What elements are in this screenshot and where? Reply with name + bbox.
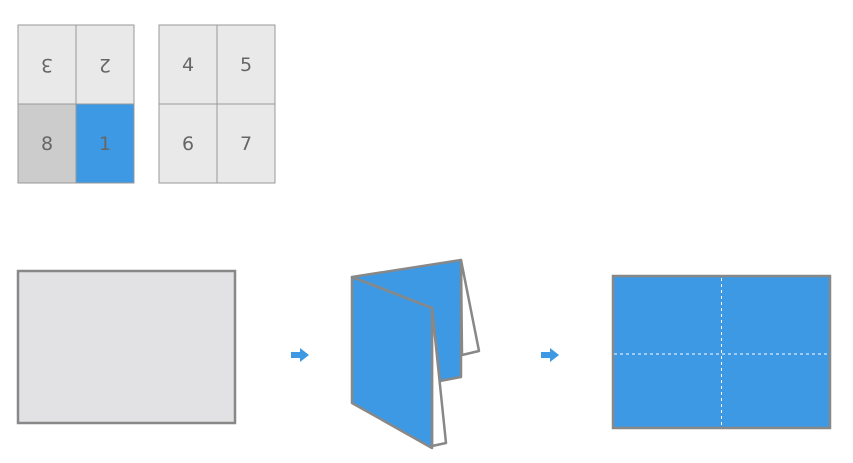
cell-6 [158,103,218,184]
sheet-front-grid: 3 2 8 1 [17,24,135,184]
unfolded-sheet [611,274,832,430]
cell-8 [17,103,77,184]
page-number-2: 2 [99,54,111,76]
cell-7 [216,103,276,184]
cell-1 [75,103,135,184]
page-number-5: 5 [240,54,252,76]
cell-5 [216,24,276,105]
folded-booklet [350,258,481,450]
front-panel [350,275,434,450]
back-flap [459,258,481,357]
page-number-8: 8 [41,133,53,155]
arrow-right-icon [291,348,309,362]
page-number-1: 1 [99,133,111,155]
page-number-6: 6 [182,133,194,155]
flat-sheet [16,269,237,425]
arrow-right-icon [541,348,559,362]
sheet-back-grid: 4 5 6 7 [158,24,276,184]
cell-2 [75,24,135,105]
page-number-4: 4 [182,54,194,76]
page-number-7: 7 [240,133,252,155]
page-number-3: 3 [41,54,53,76]
cell-3 [17,24,77,105]
